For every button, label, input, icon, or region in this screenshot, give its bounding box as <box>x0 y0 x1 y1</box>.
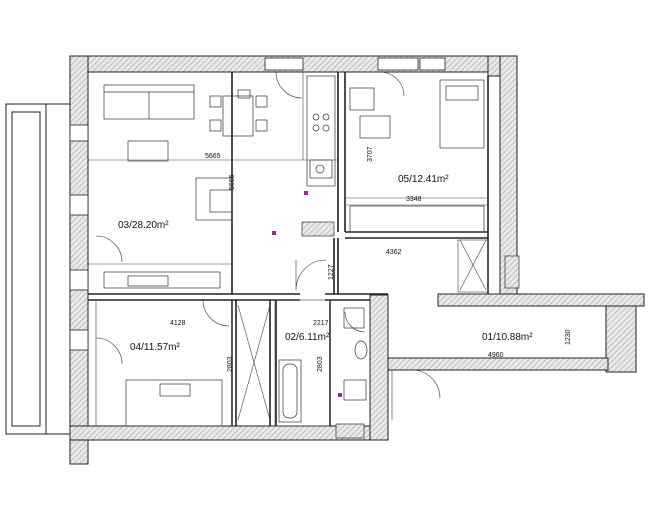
dimension-5665-horizontal: 5665 <box>205 153 221 160</box>
dimension-1227: 1227 <box>328 264 335 280</box>
dimension-4128: 4128 <box>170 320 186 327</box>
windows-top <box>264 57 446 71</box>
outer-walls <box>69 55 645 465</box>
windows-left <box>69 124 89 351</box>
furniture <box>103 75 520 439</box>
thin-lines <box>88 72 489 427</box>
dimension-1230: 1230 <box>565 329 572 345</box>
room-04-label: 04/11.57m² <box>130 342 181 353</box>
dimension-3707: 3707 <box>367 146 374 162</box>
doors <box>95 71 441 399</box>
dimension-4960: 4960 <box>488 352 504 359</box>
dimension-2803-bath: 2803 <box>317 356 324 372</box>
room-03-label: 03/28.20m² <box>118 220 169 231</box>
balcony <box>5 103 70 435</box>
interior-walls <box>88 72 489 426</box>
room-05-label: 05/12.41m² <box>398 174 449 185</box>
dimension-4362: 4362 <box>386 249 402 256</box>
markers <box>272 191 342 397</box>
room-01-label: 01/10.88m² <box>482 332 533 343</box>
dimension-3348: 3348 <box>406 196 422 203</box>
dimension-2217: 2217 <box>313 320 329 327</box>
room-02-label: 02/6.11m² <box>285 332 330 343</box>
dimension-2803-bedroom: 2803 <box>227 356 234 372</box>
dimension-5665-vertical: 5665 <box>229 174 236 190</box>
